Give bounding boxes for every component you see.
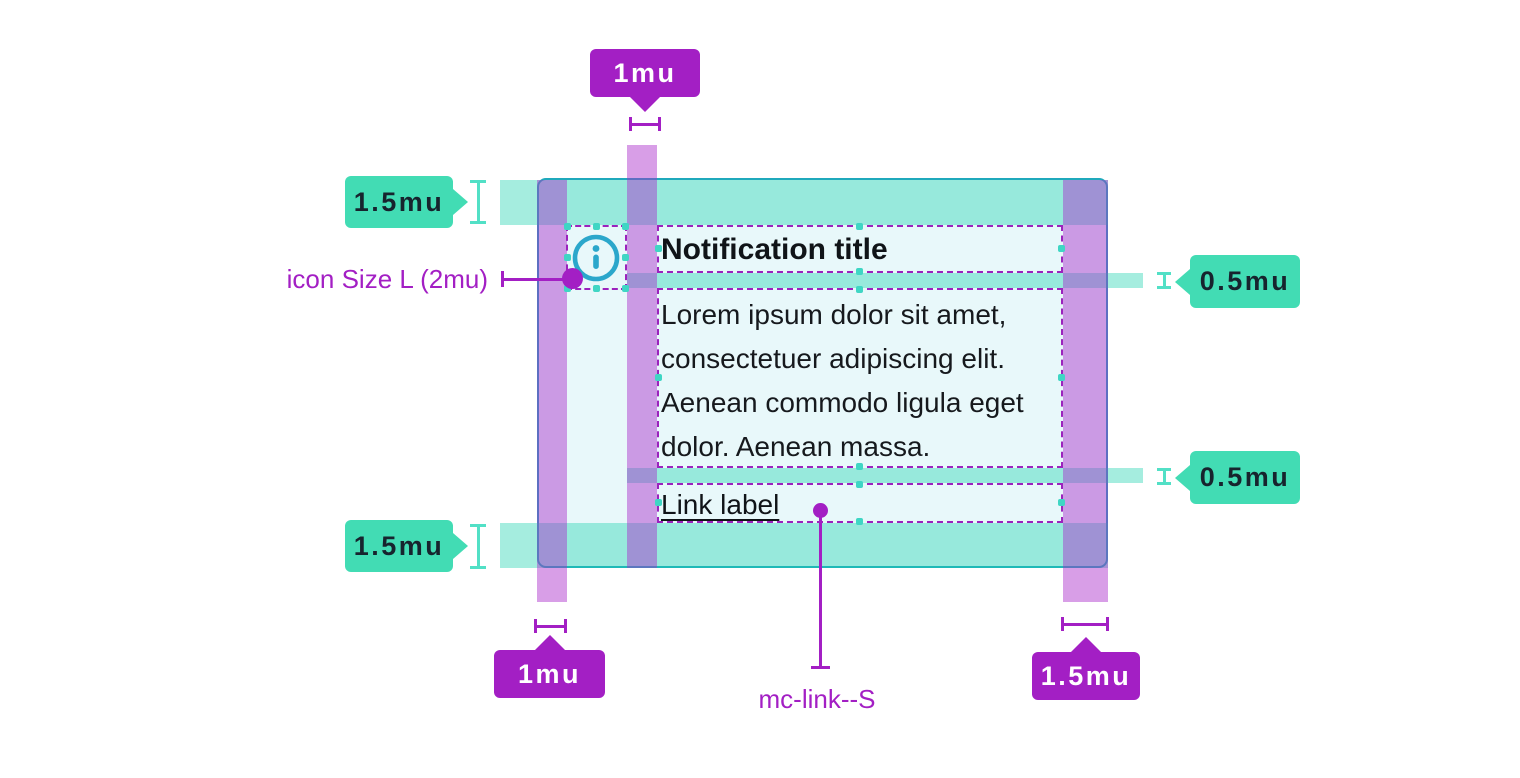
selection-handle — [655, 499, 662, 506]
link-component-callout-label: mc-link--S — [758, 684, 876, 714]
icon-size-callout-label: icon Size L (2mu) — [286, 264, 488, 294]
selection-handle — [1058, 374, 1065, 381]
link-callout-dot — [813, 503, 828, 518]
measure-bracket-icon-gap — [629, 117, 661, 131]
selection-handle — [1058, 245, 1065, 252]
link-bounding-box — [655, 481, 1065, 525]
badge-label: 1.5mu — [1040, 660, 1132, 691]
body-link-gap-overlay — [627, 468, 1143, 483]
padding-left-overlay — [537, 180, 567, 602]
selection-handle — [622, 285, 629, 292]
padding-top-overlay — [500, 180, 1108, 225]
selection-handle — [856, 286, 863, 293]
measurement-badge-padding-left: 1mu — [494, 650, 605, 698]
measure-bracket-title-gap — [1157, 272, 1171, 289]
title-body-gap-overlay — [627, 273, 1143, 288]
selection-handle — [856, 481, 863, 488]
icon-size-callout-dot — [562, 268, 583, 289]
measurement-badge-padding-bottom: 1.5mu — [345, 520, 453, 572]
padding-bottom-overlay — [500, 523, 1108, 568]
badge-label: 1.5mu — [353, 530, 445, 561]
measurement-badge-title-gap: 0.5mu — [1190, 255, 1300, 308]
selection-handle — [1058, 499, 1065, 506]
selection-handle — [622, 223, 629, 230]
selection-handle — [655, 374, 662, 381]
badge-label: 1mu — [517, 658, 582, 689]
selection-handle — [856, 223, 863, 230]
selection-handle — [592, 285, 600, 292]
measure-bracket-padding-left — [534, 619, 567, 633]
selection-handle — [564, 253, 571, 261]
measure-bracket-padding-bottom — [470, 524, 486, 569]
badge-label: 0.5mu — [1199, 462, 1291, 492]
measurement-badge-padding-top: 1.5mu — [345, 176, 453, 228]
icon-size-callout-line — [501, 277, 567, 281]
badge-label: 0.5mu — [1199, 266, 1291, 296]
notification-body: Lorem ipsum dolor sit amet, consectetuer… — [661, 299, 1024, 462]
selection-handle — [856, 463, 863, 470]
selection-handle — [622, 253, 629, 261]
notification-link[interactable]: Link label — [661, 489, 780, 520]
measurement-badge-body-gap: 0.5mu — [1190, 451, 1300, 504]
selection-handle — [592, 223, 600, 230]
notification-title: Notification title — [661, 233, 888, 266]
badge-label: 1mu — [613, 57, 677, 88]
selection-handle — [856, 518, 863, 525]
measure-bracket-body-gap — [1157, 468, 1171, 485]
icon-bounding-box — [564, 223, 629, 292]
selection-handle — [564, 223, 571, 230]
title-bounding-box — [655, 223, 1065, 275]
padding-right-overlay — [1063, 180, 1108, 602]
selection-handle — [564, 285, 571, 292]
icon-text-gap-overlay — [627, 145, 657, 568]
measurement-badge-icon-gap: 1mu — [590, 49, 700, 97]
body-bounding-box — [655, 286, 1065, 470]
link-callout-tick — [811, 666, 830, 669]
badge-label: 1.5mu — [353, 186, 445, 217]
link-callout-line — [819, 514, 822, 668]
selection-handle — [655, 245, 662, 252]
info-icon — [572, 234, 620, 282]
measure-bracket-padding-right — [1061, 617, 1109, 631]
selection-handle — [856, 268, 863, 275]
measure-bracket-padding-top — [470, 180, 486, 224]
measurement-badge-padding-right: 1.5mu — [1032, 652, 1140, 700]
